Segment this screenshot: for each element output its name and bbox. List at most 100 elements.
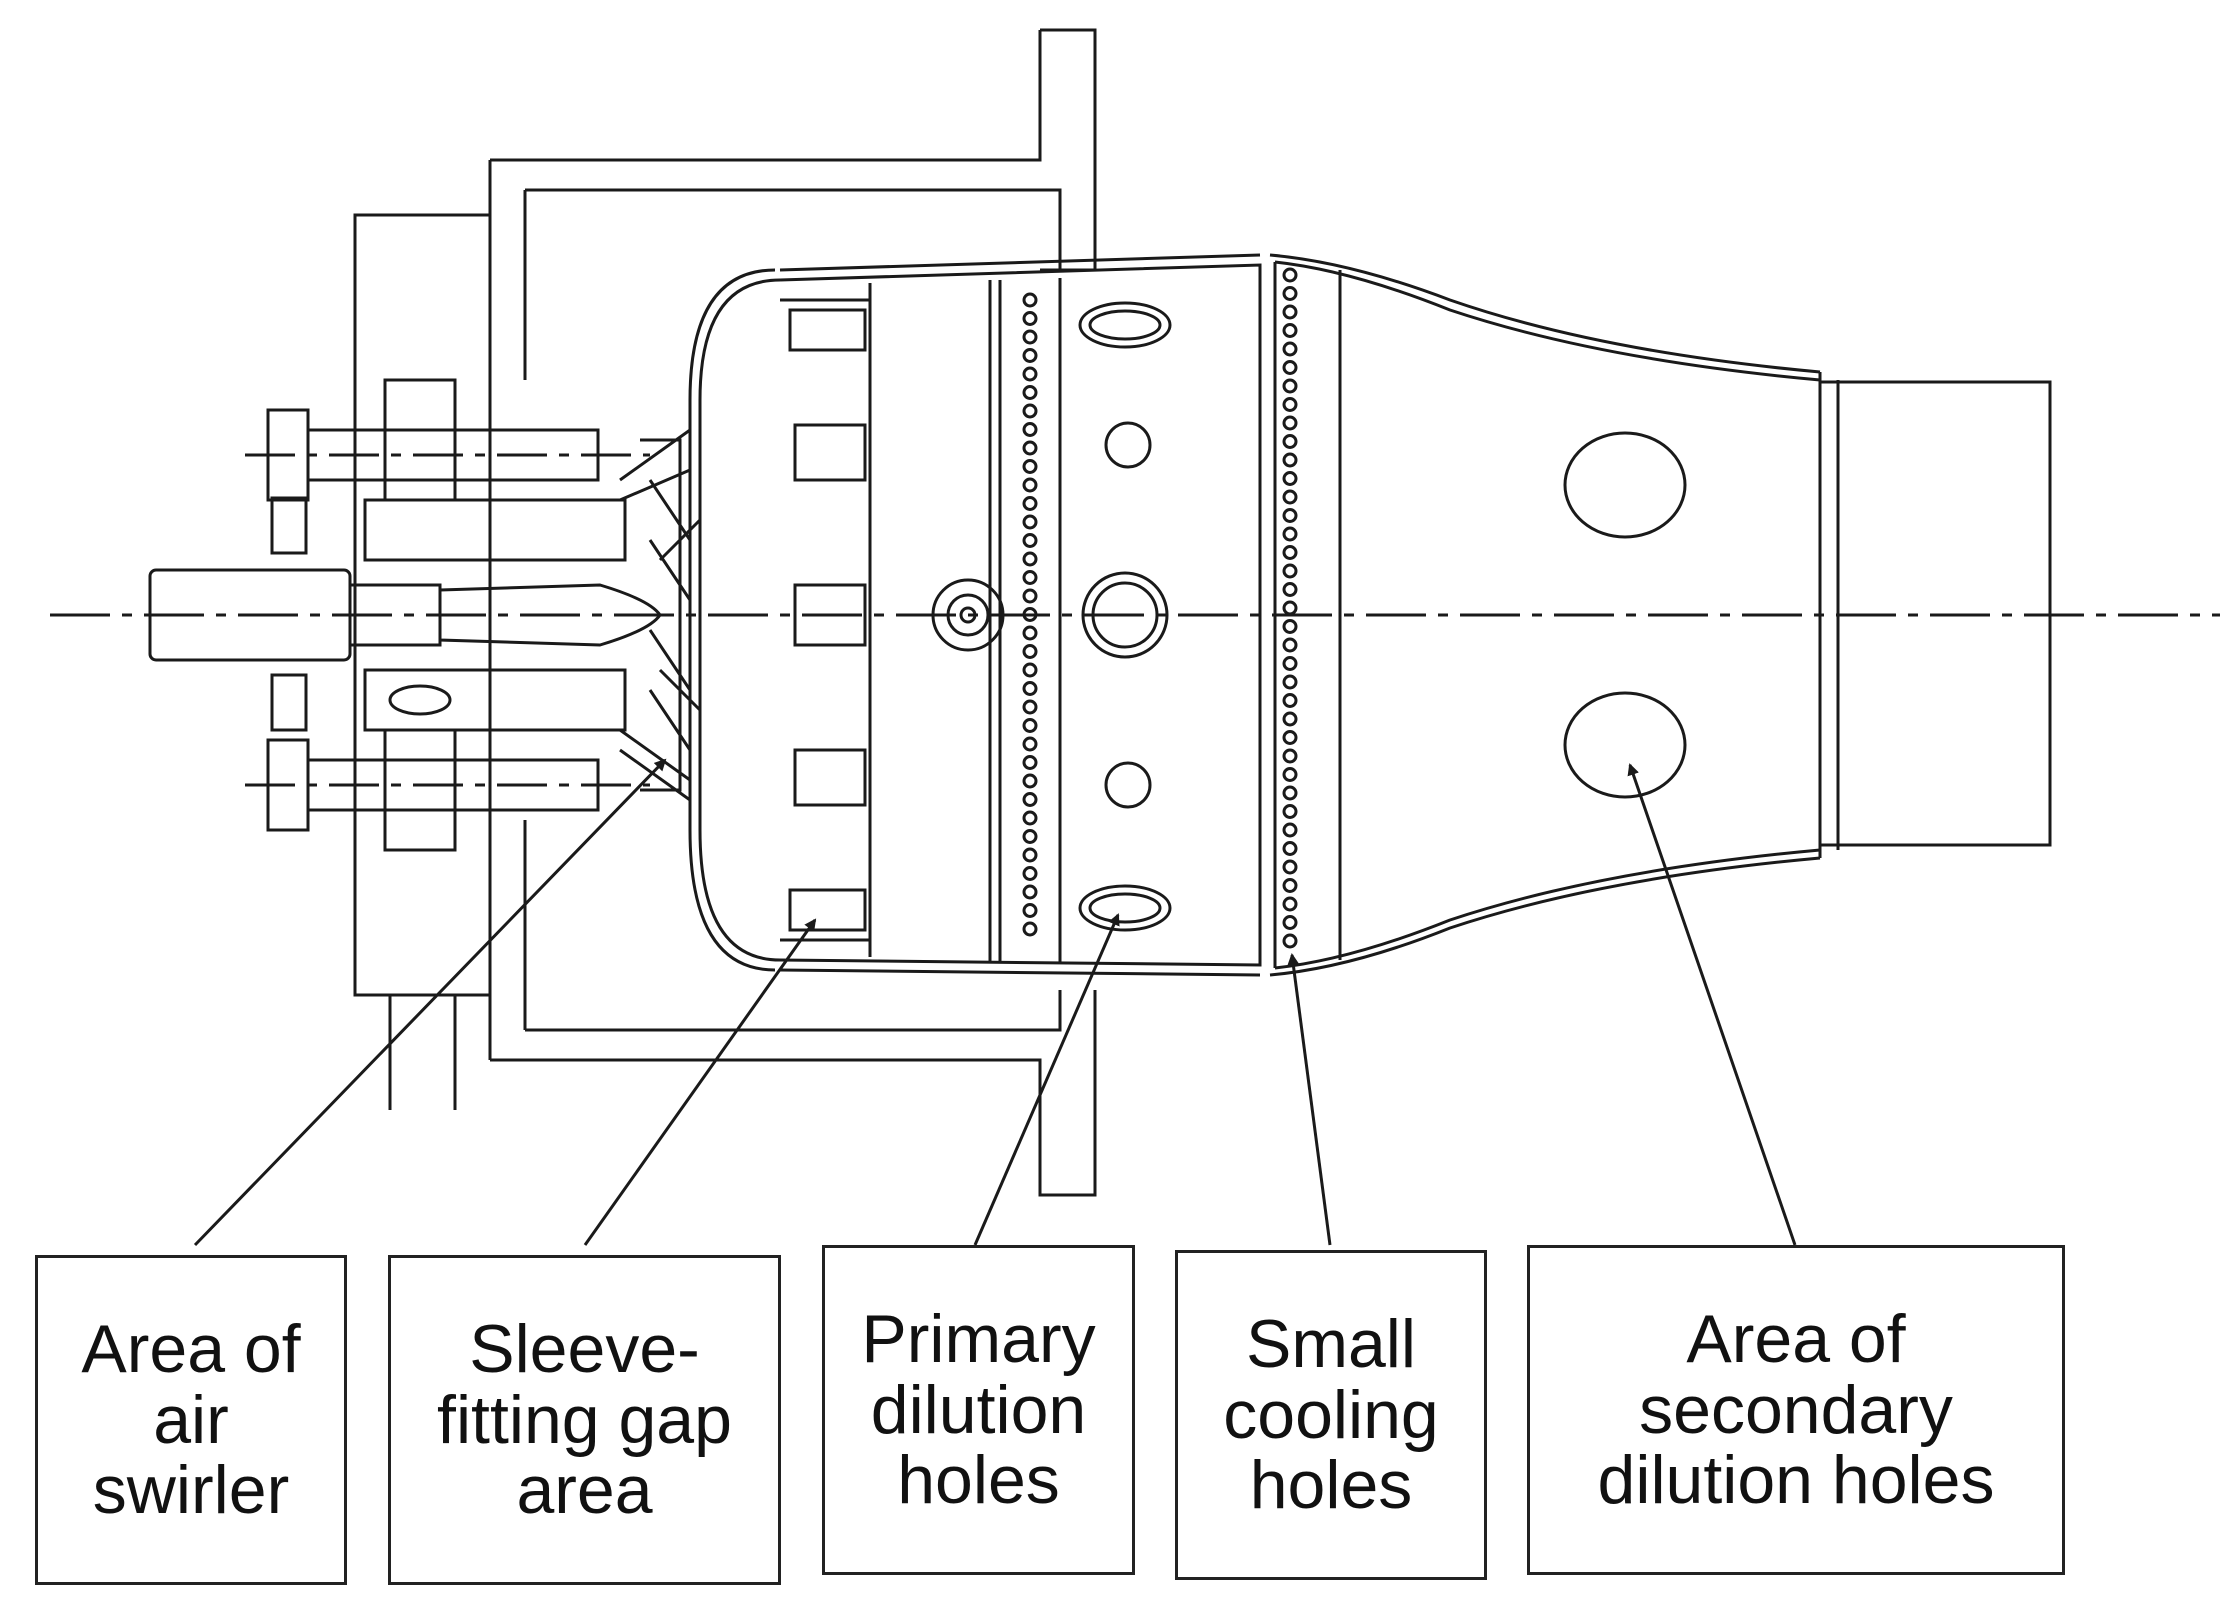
swirler-vanes xyxy=(780,298,870,942)
cooling-hole xyxy=(1282,822,1298,838)
label-secondary-dilution-line-1: Area of xyxy=(1686,1300,1906,1377)
air-swirler xyxy=(640,438,692,792)
cooling-hole xyxy=(1282,619,1298,634)
cooling-hole xyxy=(1022,866,1038,881)
cooling-hole xyxy=(1022,366,1038,382)
label-air-swirler-line-2: air xyxy=(153,1381,229,1458)
cooling-hole xyxy=(1282,508,1298,523)
cooling-hole xyxy=(1282,304,1298,320)
cooling-hole xyxy=(1022,625,1038,641)
cooling-hole xyxy=(1022,459,1038,474)
label-sleeve-gap-line-2: fitting gap xyxy=(437,1381,732,1458)
label-air-swirler: Area of air swirler xyxy=(35,1255,347,1585)
cooling-hole xyxy=(1022,422,1038,437)
cooling-hole xyxy=(1282,859,1298,875)
cooling-hole xyxy=(1022,699,1038,715)
cooling-hole xyxy=(1022,570,1038,585)
label-primary-dilution: Primary dilution holes xyxy=(822,1245,1135,1575)
label-primary-dilution-line-2: dilution xyxy=(870,1371,1087,1448)
cooling-hole xyxy=(1022,514,1038,530)
label-secondary-dilution-line-3: dilution holes xyxy=(1597,1442,1995,1519)
cooling-hole xyxy=(1022,329,1038,345)
cooling-hole xyxy=(1282,397,1298,412)
cooling-hole xyxy=(1022,755,1038,770)
label-small-cooling-line-3: holes xyxy=(1249,1447,1413,1524)
cooling-hole xyxy=(1022,847,1038,863)
small-cooling-leader xyxy=(1287,953,1332,1246)
upper-bolt xyxy=(245,408,650,555)
cooling-hole xyxy=(1282,341,1298,357)
secondary-dilution-leader xyxy=(1627,763,1797,1246)
cooling-hole xyxy=(1022,718,1038,733)
cooling-hole xyxy=(1282,730,1298,745)
cooling-hole xyxy=(1022,588,1038,604)
cooling-hole xyxy=(1282,286,1298,301)
sleeve-gap-leader xyxy=(583,918,817,1246)
cooling-hole xyxy=(1282,656,1298,671)
cooling-hole xyxy=(1022,681,1038,696)
cooling-hole xyxy=(1022,292,1038,308)
cooling-hole xyxy=(1282,434,1298,449)
label-secondary-dilution: Area of secondary dilution holes xyxy=(1527,1245,2065,1575)
cooling-hole xyxy=(1282,582,1298,597)
cooling-hole xyxy=(1282,933,1298,949)
cooling-hole xyxy=(1282,785,1298,801)
cooling-hole xyxy=(1282,637,1298,653)
label-small-cooling-line-2: cooling xyxy=(1223,1376,1439,1453)
cooling-hole xyxy=(1282,415,1298,431)
cooling-hole xyxy=(1282,471,1298,486)
label-sleeve-gap-line-3: area xyxy=(516,1452,653,1529)
cooling-hole xyxy=(1282,452,1298,468)
liner-body xyxy=(779,253,1342,977)
cooling-hole xyxy=(1022,644,1038,659)
label-small-cooling-line-1: Small xyxy=(1245,1305,1417,1382)
transition-duct xyxy=(1269,253,2052,977)
label-air-swirler-line-1: Area of xyxy=(81,1310,301,1387)
cooling-hole xyxy=(1282,378,1298,394)
label-sleeve-gap-line-1: Sleeve- xyxy=(469,1310,700,1387)
cooling-hole xyxy=(1022,810,1038,826)
cooling-hole xyxy=(1282,600,1298,616)
cooling-hole xyxy=(1022,662,1038,678)
label-air-swirler-line-3: swirler xyxy=(92,1452,290,1529)
cooling-hole xyxy=(1022,829,1038,844)
cooling-hole xyxy=(1022,792,1038,807)
cooling-hole xyxy=(1022,440,1038,456)
cooling-hole xyxy=(1282,896,1298,912)
cooling-hole xyxy=(1022,903,1038,918)
cooling-hole xyxy=(1282,711,1298,727)
label-primary-dilution-line-3: holes xyxy=(897,1442,1060,1519)
cooling-hole xyxy=(1282,841,1298,856)
cooling-hole xyxy=(1282,323,1298,338)
secondary-dilution-holes xyxy=(1563,431,1687,799)
cooling-hole xyxy=(1022,348,1038,363)
cooling-holes-row-2 xyxy=(1282,267,1298,949)
lower-bolt xyxy=(245,673,650,832)
cooling-hole xyxy=(1282,267,1298,283)
cooling-hole xyxy=(1282,563,1298,579)
cooling-hole xyxy=(1022,884,1038,900)
cooling-hole xyxy=(1022,736,1038,752)
cooling-hole xyxy=(1282,767,1298,782)
cooling-holes-row-1 xyxy=(1022,292,1038,937)
cooling-hole xyxy=(1282,748,1298,764)
cooling-hole xyxy=(1022,403,1038,419)
cooling-hole xyxy=(1282,674,1298,690)
cooling-hole xyxy=(1282,489,1298,505)
label-secondary-dilution-line-2: secondary xyxy=(1639,1371,1953,1448)
cooling-hole xyxy=(1282,545,1298,560)
mounting-bracket xyxy=(353,213,492,1110)
cooling-hole xyxy=(1022,311,1038,326)
cooling-hole xyxy=(1282,526,1298,542)
liner-dome xyxy=(698,278,781,962)
cooling-hole xyxy=(1022,385,1038,400)
cooling-hole xyxy=(1022,551,1038,567)
air-swirler-leader xyxy=(193,758,667,1247)
cooling-hole xyxy=(1022,533,1038,548)
cooling-hole xyxy=(1282,915,1298,930)
label-small-cooling: Small cooling holes xyxy=(1175,1250,1487,1580)
cooling-hole xyxy=(1022,921,1038,937)
cooling-hole xyxy=(1022,477,1038,493)
cooling-hole xyxy=(1022,607,1038,622)
